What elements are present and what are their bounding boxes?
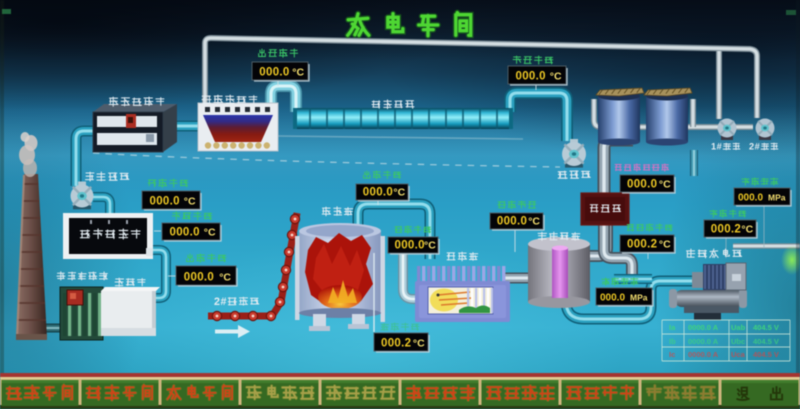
svg-text:°C: °C xyxy=(659,239,671,251)
svg-text:°C: °C xyxy=(219,272,231,284)
svg-text:000.0: 000.0 xyxy=(363,187,393,199)
svg-text:0000.0 A: 0000.0 A xyxy=(688,350,719,359)
svg-text:000.0: 000.0 xyxy=(395,240,425,252)
svg-text:404.5 V: 404.5 V xyxy=(753,337,779,346)
svg-text:2: 2 xyxy=(749,142,754,152)
svg-text:°C: °C xyxy=(204,227,216,239)
svg-text:000.2: 000.2 xyxy=(711,224,741,236)
svg-text:000.0: 000.0 xyxy=(497,216,527,228)
svg-text:000.0: 000.0 xyxy=(516,71,546,83)
svg-text:#: # xyxy=(221,296,227,308)
svg-text:Ubc: Ubc xyxy=(731,337,745,346)
svg-text:000.0: 000.0 xyxy=(259,67,289,79)
svg-text:000.0: 000.0 xyxy=(150,196,180,208)
svg-text:0000.0 A: 0000.0 A xyxy=(688,337,719,346)
svg-text:0000.0 A: 0000.0 A xyxy=(688,323,719,332)
svg-text:000.0: 000.0 xyxy=(738,193,763,204)
svg-text:1: 1 xyxy=(711,142,716,152)
svg-text:000.2: 000.2 xyxy=(381,338,411,350)
svg-text:2: 2 xyxy=(214,296,220,308)
svg-text:°C: °C xyxy=(292,67,304,79)
svg-text:°C: °C xyxy=(550,71,562,83)
svg-text:°C: °C xyxy=(393,187,405,199)
svg-text:Uab: Uab xyxy=(731,323,746,332)
svg-text:Ic: Ic xyxy=(669,350,675,359)
svg-text:°C: °C xyxy=(424,240,436,252)
svg-text:Uca: Uca xyxy=(731,350,746,359)
svg-text:404.5 V: 404.5 V xyxy=(753,350,779,359)
svg-text:000.0: 000.0 xyxy=(170,227,200,239)
svg-text:°C: °C xyxy=(184,196,196,208)
svg-text:°C: °C xyxy=(659,179,671,191)
svg-text:°C: °C xyxy=(413,338,425,350)
svg-text:000.0: 000.0 xyxy=(600,293,625,304)
svg-text:000.0: 000.0 xyxy=(184,272,214,284)
svg-text:#: # xyxy=(717,142,722,152)
svg-text:°C: °C xyxy=(528,216,540,228)
svg-text:°C: °C xyxy=(741,224,753,236)
svg-text:Ib: Ib xyxy=(669,337,676,346)
svg-text:MPa: MPa xyxy=(768,193,786,203)
svg-text:#: # xyxy=(755,142,760,152)
svg-text:000.2: 000.2 xyxy=(627,239,657,251)
svg-text:404.5 V: 404.5 V xyxy=(753,323,779,332)
svg-text:Ia: Ia xyxy=(669,323,676,332)
svg-text:MPa: MPa xyxy=(630,293,648,303)
svg-text:000.0: 000.0 xyxy=(627,179,657,191)
